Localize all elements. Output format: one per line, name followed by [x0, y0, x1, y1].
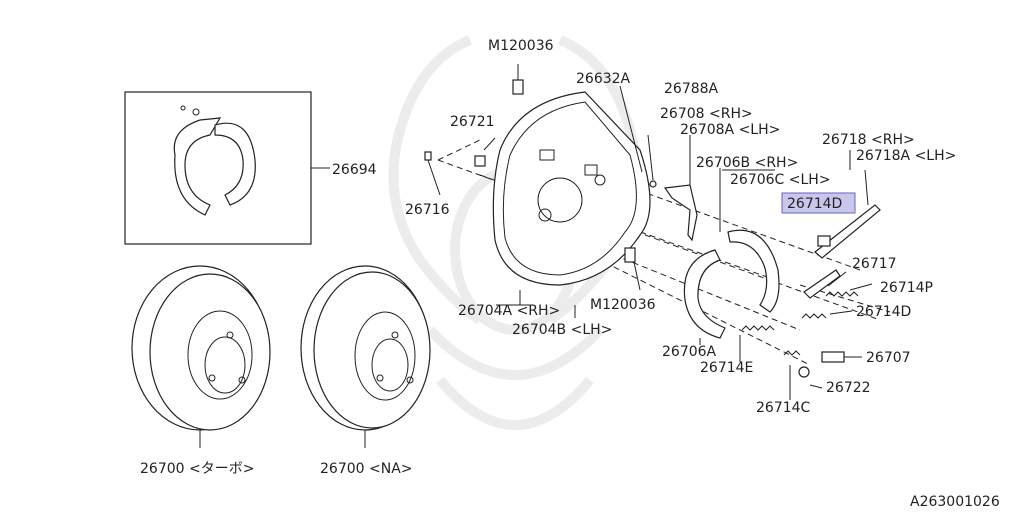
label-bolt-pin[interactable]: 26716 [405, 202, 450, 218]
label-adjuster[interactable]: 26707 [866, 350, 911, 366]
label-washer[interactable]: 26788A [664, 81, 719, 97]
part-labels[interactable]: M120036 26632A 26788A 26694 26721 26716 … [140, 38, 1000, 510]
backing-plate[interactable] [492, 91, 651, 305]
spring-26714c[interactable] [783, 350, 801, 400]
label-spring-p[interactable]: 26714P [880, 280, 933, 296]
bolt-bottom[interactable] [624, 247, 641, 291]
brake-shoe-lower[interactable] [683, 249, 726, 345]
label-spring-d2[interactable]: 26714D [856, 304, 911, 320]
label-rotor-na[interactable]: 26700 <NA> [320, 461, 413, 477]
label-plate[interactable]: 26632A [576, 71, 631, 87]
label-strut-lh[interactable]: 26718A <LH> [856, 148, 956, 164]
spring-26714e[interactable] [739, 325, 775, 362]
bolt-top[interactable] [512, 64, 524, 95]
label-shoe-lh[interactable]: 26706C <LH> [730, 172, 831, 188]
spring-26714d-lower[interactable] [801, 313, 827, 319]
label-spring-26717[interactable]: 26717 [852, 256, 897, 272]
label-bolt-top[interactable]: M120036 [488, 38, 554, 54]
shoe-kit-box[interactable] [124, 91, 330, 245]
brake-shoe-upper[interactable] [719, 168, 780, 313]
label-spring-e[interactable]: 26714E [700, 360, 753, 376]
adjuster[interactable] [821, 351, 862, 363]
parking-lever[interactable] [663, 135, 698, 242]
screw-set[interactable] [474, 137, 496, 167]
label-shoe-rh[interactable]: 26706B <RH> [696, 155, 798, 171]
label-spring-c[interactable]: 26714C [756, 400, 811, 416]
label-backplate-rh[interactable]: 26704A <RH> [458, 303, 560, 319]
strut[interactable] [814, 169, 881, 259]
label-shoe-kit[interactable]: 26694 [332, 162, 377, 178]
rotor-turbo[interactable] [131, 265, 271, 448]
highlight-box [781, 192, 856, 214]
cup-26722[interactable] [798, 366, 823, 389]
leader-lines [496, 85, 873, 318]
spring-26714d-highlighted[interactable] [817, 235, 831, 247]
label-screw-set[interactable]: 26721 [450, 114, 495, 130]
label-drawing-code: A263001026 [910, 494, 1000, 510]
label-lever-rh[interactable]: 26708 <RH> [660, 106, 753, 122]
washer[interactable] [647, 134, 657, 188]
rotor-na[interactable] [300, 265, 431, 448]
label-rotor-turbo[interactable]: 26700 <ターボ> [140, 461, 254, 477]
label-spring-highlighted[interactable]: 26714D [787, 196, 842, 212]
label-bolt-bottom[interactable]: M120036 [590, 297, 656, 313]
label-lever-lh[interactable]: 26708A <LH> [680, 122, 780, 138]
label-strut-rh[interactable]: 26718 <RH> [822, 132, 915, 148]
spring-26714p[interactable] [825, 291, 859, 297]
label-cup[interactable]: 26722 [826, 380, 871, 396]
label-backplate-lh[interactable]: 26704B <LH> [512, 322, 612, 338]
label-shoe-a[interactable]: 26706A [662, 344, 717, 360]
spring-26717[interactable] [803, 269, 841, 299]
bolt-pin[interactable] [424, 151, 441, 196]
